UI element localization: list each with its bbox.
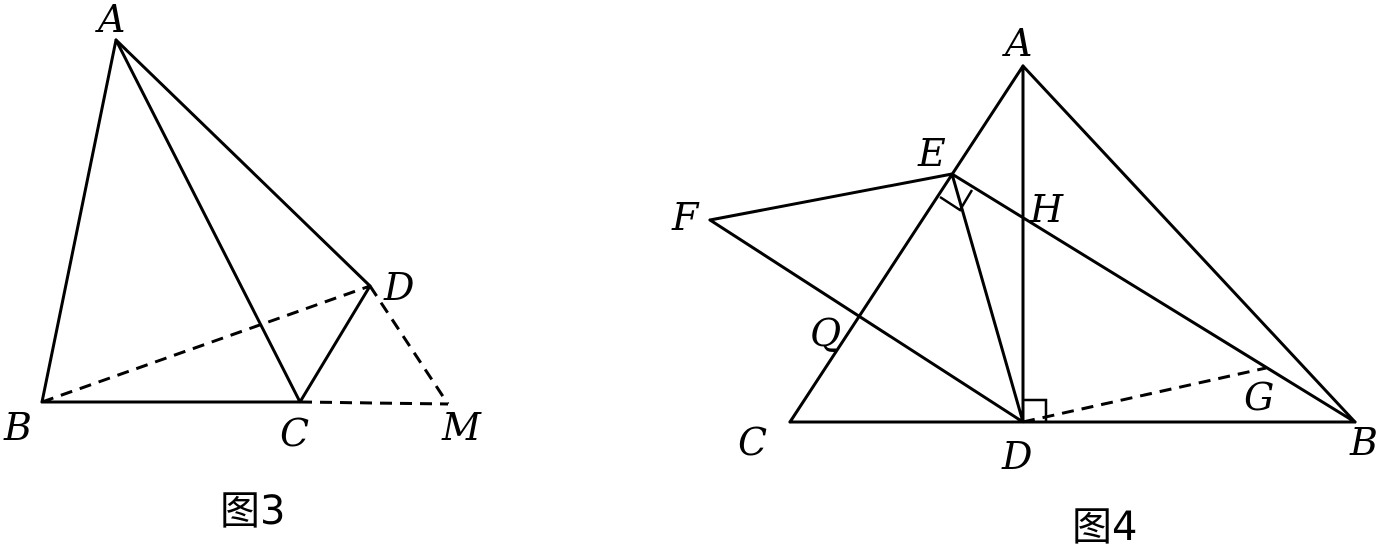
segment-ab bbox=[40, 38, 118, 404]
segment-dg bbox=[1022, 366, 1267, 424]
point-label-c: C bbox=[738, 420, 767, 464]
point-label-f: F bbox=[671, 195, 700, 239]
segment-cm bbox=[299, 400, 449, 406]
point-label-b: B bbox=[1349, 420, 1378, 464]
point-label-c: C bbox=[280, 411, 309, 455]
segment-cd bbox=[298, 284, 372, 404]
segment-fe bbox=[708, 172, 954, 222]
segment-ab bbox=[1021, 64, 1357, 424]
segment-dm bbox=[368, 285, 450, 405]
point-label-m: M bbox=[441, 405, 482, 449]
point-label-a: A bbox=[1002, 21, 1032, 65]
figure-4: A B C D E F G H Q 图4 bbox=[671, 21, 1378, 548]
segment-ed bbox=[950, 172, 1025, 424]
point-label-h: H bbox=[1029, 187, 1064, 231]
point-label-q: Q bbox=[810, 311, 841, 355]
segment-ac bbox=[114, 38, 302, 404]
figure-3: A B C D M 图3 bbox=[3, 0, 482, 534]
figure-caption: 图4 bbox=[1072, 504, 1137, 548]
segment-ad bbox=[114, 38, 372, 288]
point-label-g: G bbox=[1244, 375, 1274, 419]
segment-ac bbox=[788, 64, 1025, 424]
point-label-a: A bbox=[95, 0, 125, 41]
segment-fd bbox=[708, 218, 1025, 424]
figure-caption: 图3 bbox=[220, 488, 285, 534]
point-label-d: D bbox=[1001, 434, 1032, 478]
right-angle-mark-e bbox=[939, 189, 974, 212]
point-label-d: D bbox=[383, 265, 414, 309]
point-label-b: B bbox=[3, 405, 32, 449]
segment-bd bbox=[41, 284, 371, 404]
right-angle-mark-d bbox=[1023, 398, 1048, 422]
point-label-e: E bbox=[917, 131, 946, 175]
segment-eb bbox=[950, 172, 1357, 424]
